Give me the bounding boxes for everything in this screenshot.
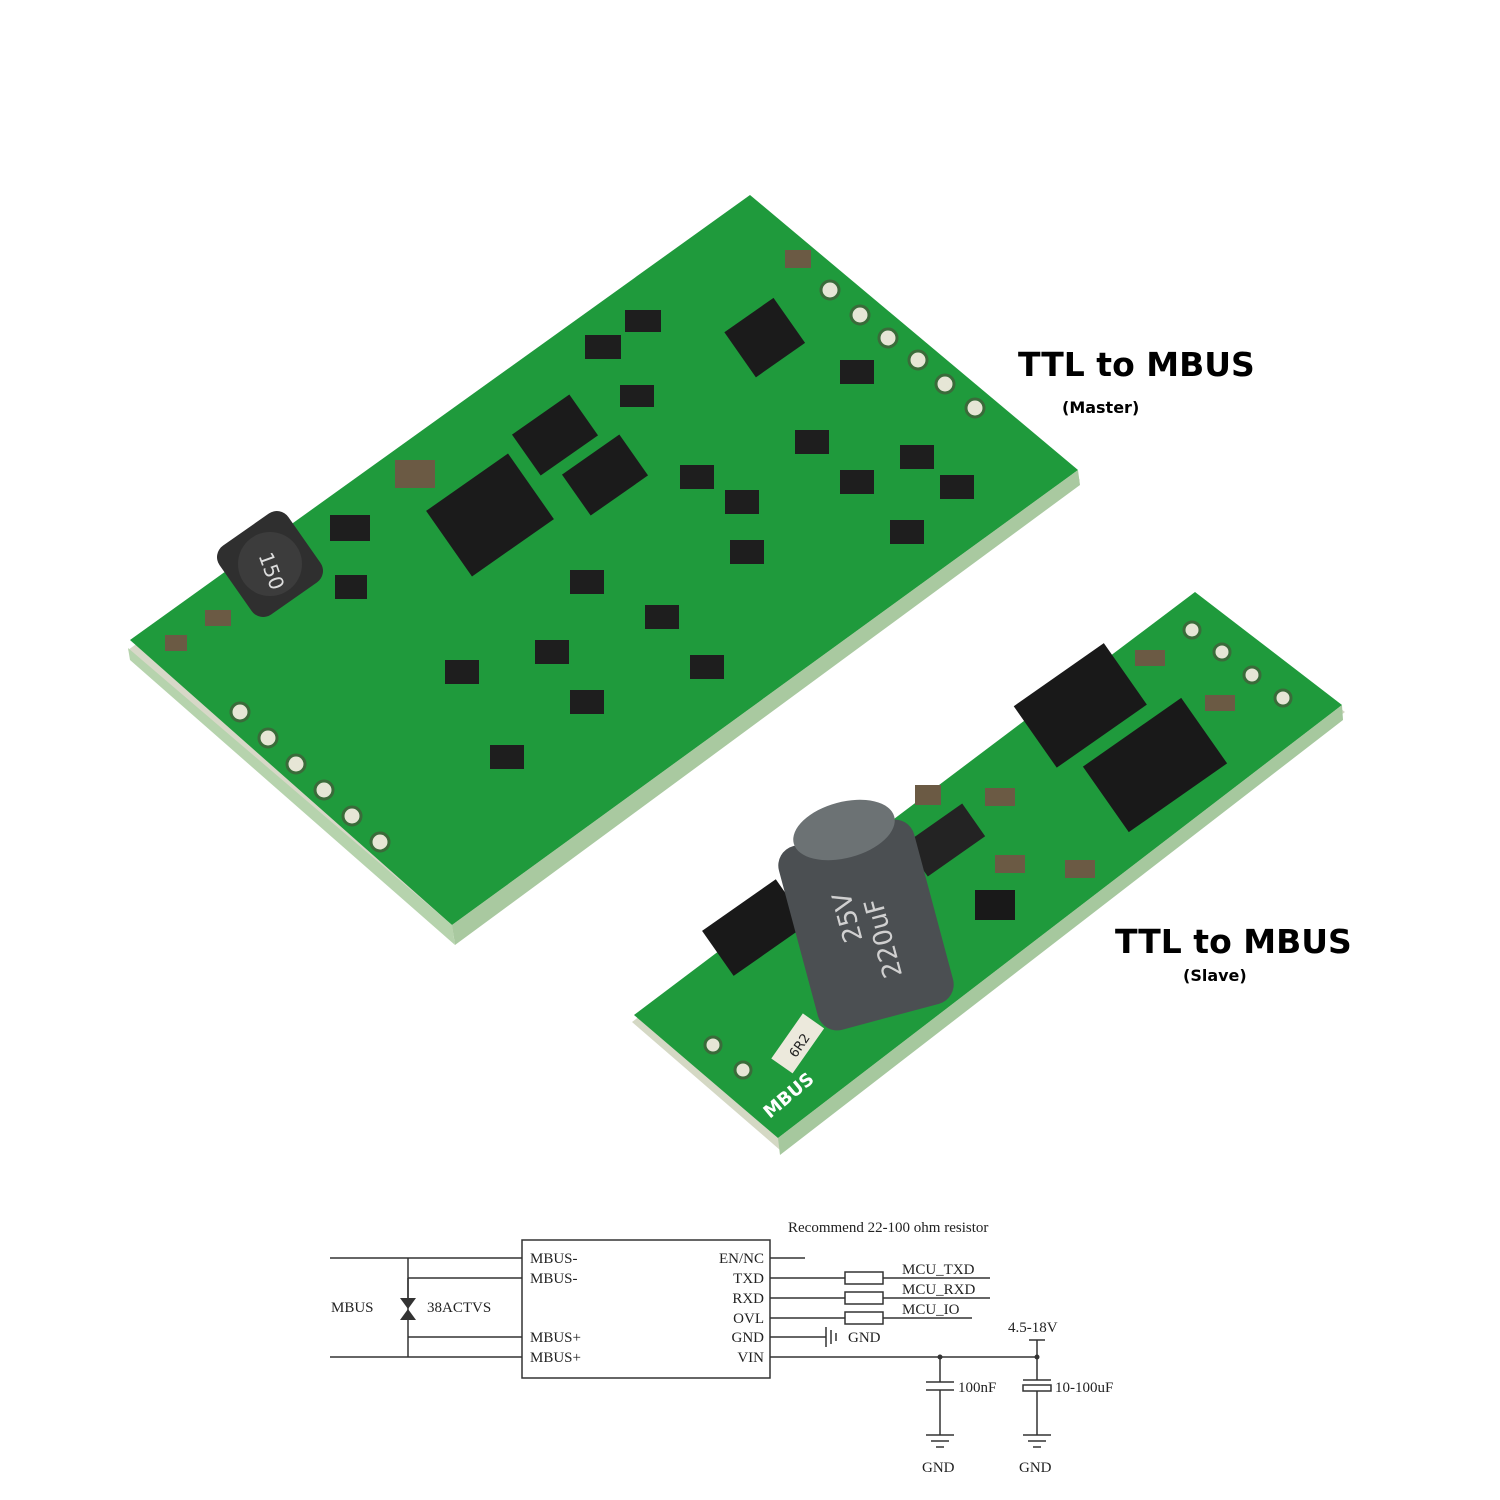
- pin-mbus-plus-2: MBUS+: [530, 1350, 581, 1366]
- product-photo: 150: [128, 195, 1345, 1155]
- mcu-rxd-label: MCU_RXD: [902, 1282, 976, 1298]
- slave-subtitle: (Slave): [1183, 966, 1247, 985]
- mcu-txd-label: MCU_TXD: [902, 1262, 975, 1278]
- master-board: 150: [128, 195, 1080, 945]
- pin-vin: VIN: [737, 1350, 764, 1366]
- pin-en-nc: EN/NC: [719, 1251, 764, 1267]
- schematic-note: Recommend 22-100 ohm resistor: [788, 1220, 988, 1236]
- cap1-label: 100nF: [958, 1380, 996, 1396]
- pin-mbus-minus-1: MBUS-: [530, 1251, 578, 1267]
- wiring-schematic: Recommend 22-100 ohm resistor MBUS 38ACT…: [330, 1220, 1113, 1476]
- slave-title: TTL to MBUS: [1115, 922, 1352, 961]
- gnd2-label: GND: [1019, 1460, 1052, 1476]
- pin-mbus-plus-1: MBUS+: [530, 1330, 581, 1346]
- slave-board: 220uF 25V 6R2 MBUS: [632, 592, 1345, 1155]
- mbus-label: MBUS: [331, 1300, 374, 1316]
- tvs-diode: [400, 1298, 416, 1320]
- tvs-label: 38ACTVS: [427, 1300, 491, 1316]
- master-title: TTL to MBUS: [1018, 345, 1255, 384]
- inductor: 150: [217, 511, 323, 617]
- vin-range-label: 4.5-18V: [1008, 1320, 1058, 1336]
- pin-rxd: RXD: [732, 1291, 764, 1307]
- gnd-label: GND: [848, 1330, 881, 1346]
- gnd1-label: GND: [922, 1460, 955, 1476]
- mcu-io-label: MCU_IO: [902, 1302, 960, 1318]
- cap2-label: 10-100uF: [1055, 1380, 1113, 1396]
- electrolytic-capacitor: 220uF 25V: [778, 799, 954, 1031]
- pin-mbus-minus-2: MBUS-: [530, 1271, 578, 1287]
- master-subtitle: (Master): [1062, 398, 1140, 417]
- pin-ovl: OVL: [733, 1311, 764, 1327]
- pin-gnd: GND: [732, 1330, 765, 1346]
- pin-txd: TXD: [733, 1271, 764, 1287]
